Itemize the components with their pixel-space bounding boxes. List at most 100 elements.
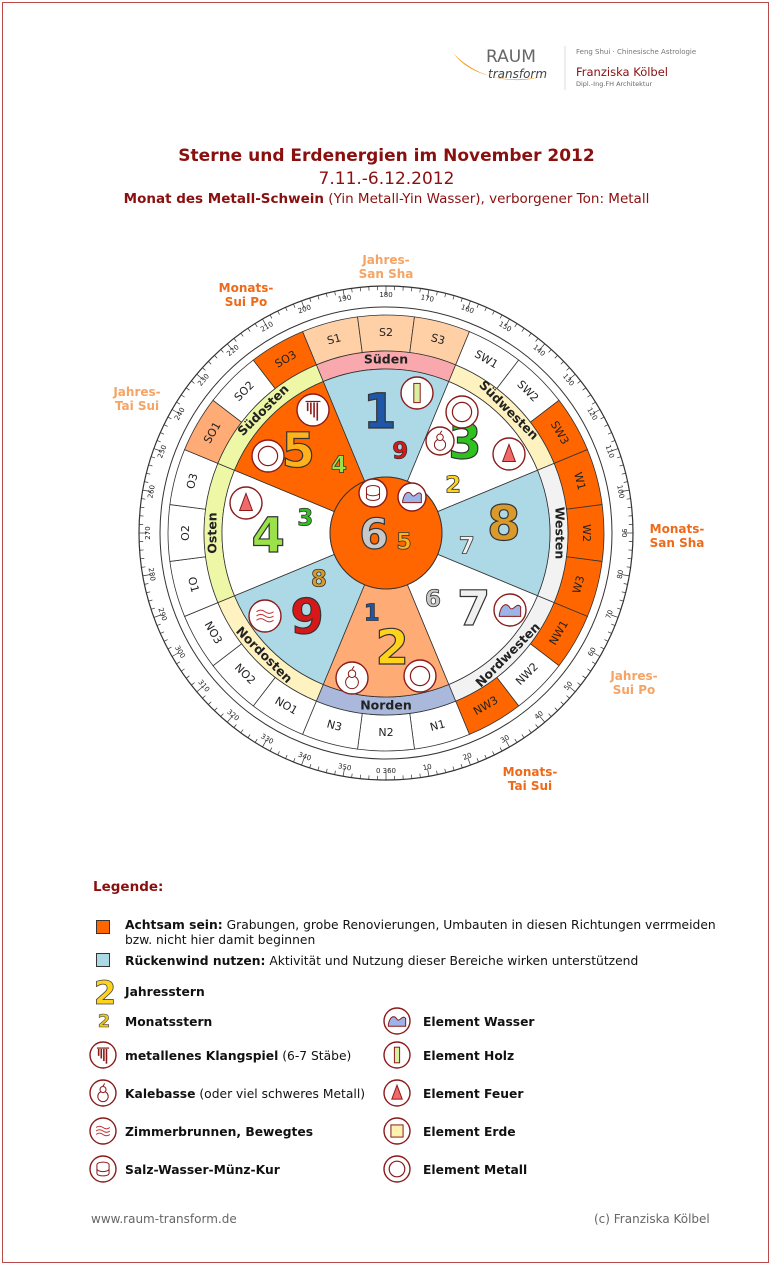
degree-tick — [419, 773, 421, 778]
degree-tick — [427, 289, 430, 298]
legend-monatsstern: Monatsstern — [125, 1015, 212, 1030]
degree-tick — [233, 338, 237, 342]
legend-earth-label: Element Erde — [423, 1125, 516, 1139]
degree-label: 100 — [615, 484, 625, 499]
degree-tick — [626, 566, 631, 568]
metal-shape — [451, 401, 473, 423]
degree-tick — [277, 310, 280, 315]
degree-tick — [191, 380, 195, 384]
degree-tick — [185, 675, 190, 679]
earth-element-icon — [383, 1117, 411, 1145]
degree-tick — [577, 380, 581, 384]
degree-tick — [621, 489, 630, 492]
year-star: 8 — [487, 496, 520, 552]
metal-icon — [445, 395, 479, 429]
degree-tick — [444, 293, 447, 298]
footer-url[interactable]: www.raum-transform.de — [91, 1212, 237, 1226]
annotation-line2: San Sha — [650, 536, 705, 550]
month-star: 8 — [311, 567, 327, 593]
fire-icon — [229, 486, 263, 520]
degree-tick — [220, 349, 224, 353]
degree-tick — [607, 631, 612, 634]
degree-tick — [214, 355, 218, 359]
center-month-star: 5 — [396, 530, 411, 555]
annotation-line2: Tai Sui — [508, 779, 552, 793]
degree-tick — [163, 424, 168, 427]
degree-tick — [171, 409, 180, 414]
legend-salt: Salz-Wasser-Münz-Kur — [125, 1163, 280, 1178]
mountain-label: O3 — [184, 472, 201, 491]
degree-label: 70 — [604, 609, 615, 620]
degree-tick — [611, 440, 616, 443]
fountain-wave — [95, 1129, 111, 1133]
degree-label: 90 — [620, 529, 628, 538]
palace-stars-n: 21 — [363, 600, 409, 677]
degree-tick — [181, 668, 185, 672]
salt-cure-icon — [89, 1155, 117, 1183]
wood-shape — [393, 1046, 401, 1064]
month-star: 3 — [297, 505, 313, 531]
month-star: 4 — [331, 452, 347, 478]
degree-tick — [351, 288, 353, 293]
legend-swatch-rueckenwind — [96, 953, 110, 967]
icon-bg — [296, 393, 330, 427]
degree-tick — [342, 768, 345, 777]
degree-tick — [148, 599, 153, 602]
degree-tick — [351, 773, 353, 778]
metal-element-icon — [383, 1155, 411, 1183]
fire-icon — [492, 437, 526, 471]
degree-tick — [269, 314, 273, 319]
degree-tick — [176, 401, 181, 405]
water-element-icon — [383, 1007, 411, 1035]
degree-tick — [153, 448, 162, 452]
degree-tick — [582, 675, 587, 679]
earth-shape — [390, 1124, 404, 1138]
month-star: 7 — [459, 534, 475, 560]
center-year-star: 6 — [359, 510, 388, 559]
salt-body — [365, 488, 381, 501]
degree-tick — [568, 373, 576, 380]
degree-tick — [309, 763, 312, 769]
degree-tick — [160, 432, 165, 435]
mountain-label: S2 — [379, 326, 393, 339]
degree-tick — [611, 623, 616, 626]
direction-label: Westen — [553, 507, 568, 560]
degree-label: 180 — [379, 291, 392, 299]
degree-tick — [208, 361, 212, 365]
degree-tick — [317, 766, 320, 771]
wood-shape — [413, 382, 421, 404]
legend-fire: Element Feuer — [423, 1087, 523, 1102]
metal-shape — [409, 665, 431, 687]
mountain-label: S1 — [326, 331, 343, 347]
degree-tick — [587, 394, 591, 398]
legend-earth: Element Erde — [423, 1125, 516, 1140]
degree-label: 280 — [147, 567, 157, 582]
degree-tick — [568, 686, 576, 693]
degree-tick — [254, 323, 258, 328]
degree-tick — [476, 758, 479, 763]
degree-tick — [146, 591, 151, 594]
legend-swatch-achtsam — [96, 920, 110, 934]
degree-tick — [176, 661, 181, 665]
water-shape — [387, 1016, 407, 1027]
degree-tick — [156, 623, 161, 626]
footer-copyright: (c) Franziska Kölbel — [594, 1212, 710, 1226]
degree-tick — [171, 652, 180, 657]
degree-tick — [226, 715, 233, 723]
degree-tick — [325, 293, 328, 298]
degree-tick — [521, 328, 525, 332]
degree-tick — [150, 456, 156, 459]
degree-tick — [484, 307, 487, 312]
legend-chime-label: metallenes Klangspiel — [125, 1049, 279, 1063]
palace-stars-nw: 76 — [425, 580, 491, 637]
degree-label: 270 — [144, 526, 152, 539]
salt-ring — [96, 1168, 110, 1173]
palace-stars-s: 19 — [363, 384, 409, 466]
logo-brand-bottom: transform — [488, 67, 547, 81]
year-star-sample-digit: 2 — [94, 974, 116, 1008]
degree-tick — [301, 757, 305, 766]
gourd-stem — [102, 1083, 106, 1087]
chime-icon — [296, 393, 330, 427]
